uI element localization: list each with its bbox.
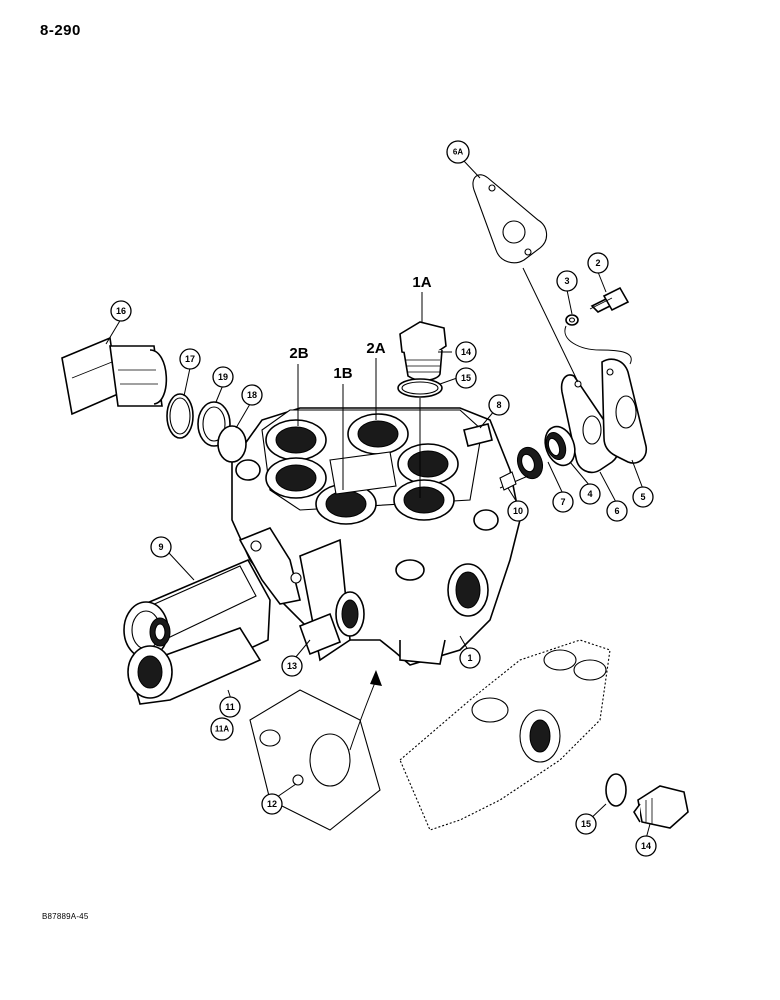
svg-text:9: 9	[158, 542, 163, 552]
callout-14-top: 14	[455, 341, 477, 363]
svg-text:3: 3	[564, 276, 569, 286]
svg-text:12: 12	[267, 799, 277, 809]
page-number: 8-290	[40, 22, 81, 39]
svg-text:11: 11	[225, 702, 235, 712]
port-label-1b: 1B	[333, 365, 352, 382]
svg-text:6: 6	[614, 506, 619, 516]
svg-text:14: 14	[461, 347, 471, 357]
valve-body	[231, 407, 529, 666]
o-ring-18	[217, 425, 247, 463]
svg-text:13: 13	[287, 661, 297, 671]
washer-3	[565, 314, 579, 326]
o-ring-15-top	[397, 378, 443, 398]
seal-10	[516, 446, 544, 480]
svg-text:15: 15	[581, 819, 591, 829]
svg-text:18: 18	[247, 390, 257, 400]
callout-3: 3	[556, 270, 578, 292]
callout-5: 5	[632, 486, 654, 508]
valve-body-section	[249, 689, 381, 831]
plate-6	[560, 374, 620, 474]
svg-text:14: 14	[641, 841, 651, 851]
callout-11a: 11A	[210, 717, 234, 741]
callout-1: 1	[459, 647, 481, 669]
port-label-2a: 2A	[366, 340, 385, 357]
callout-15-bottom: 15	[575, 813, 597, 835]
callout-9: 9	[150, 536, 172, 558]
callout-12: 12	[261, 793, 283, 815]
callout-7: 7	[552, 491, 574, 513]
callout-6a: 6A	[446, 140, 470, 164]
callout-2: 2	[587, 252, 609, 274]
callout-15-top: 15	[455, 367, 477, 389]
gasket-6a	[472, 174, 548, 264]
spool-housing-11	[127, 627, 262, 705]
port-2a-lower	[397, 443, 459, 485]
callout-10: 10	[507, 500, 529, 522]
valve-body-inset	[399, 639, 611, 831]
svg-text:8: 8	[496, 400, 501, 410]
svg-text:7: 7	[560, 497, 565, 507]
port-label-2b: 2B	[289, 345, 308, 362]
port-label-1a: 1A	[412, 274, 431, 291]
o-ring-17	[166, 393, 194, 439]
figure-code: B87889A-45	[42, 912, 89, 921]
spool-end-13	[298, 591, 365, 656]
plug-14-bottom	[633, 785, 689, 829]
bolt-2	[589, 286, 630, 313]
svg-text:5: 5	[640, 492, 645, 502]
callout-18: 18	[241, 384, 263, 406]
port-2a	[347, 413, 409, 455]
callout-16: 16	[110, 300, 132, 322]
callout-8: 8	[488, 394, 510, 416]
callout-6: 6	[606, 500, 628, 522]
svg-text:2: 2	[595, 258, 600, 268]
callouts: 1 2 3 4 5 6 6A 7 8 9 10 11 11A 12 13 14 …	[110, 140, 657, 857]
svg-text:15: 15	[461, 373, 471, 383]
svg-text:11A: 11A	[215, 725, 229, 734]
port-1a	[393, 479, 455, 521]
plate-5	[601, 358, 648, 464]
svg-text:16: 16	[116, 306, 126, 316]
seal-4	[544, 425, 576, 467]
svg-text:10: 10	[513, 506, 523, 516]
fitting-16	[61, 336, 168, 416]
callout-11: 11	[219, 696, 241, 718]
callout-17: 17	[179, 348, 201, 370]
callout-13: 13	[281, 655, 303, 677]
svg-text:19: 19	[218, 372, 228, 382]
port-2b	[265, 419, 327, 461]
svg-text:1: 1	[467, 653, 472, 663]
port-1b	[315, 483, 377, 525]
o-ring-15-bottom	[605, 773, 627, 807]
callout-19: 19	[212, 366, 234, 388]
svg-text:17: 17	[185, 354, 195, 364]
callout-4: 4	[579, 483, 601, 505]
port-labels: 1A 2A 1B 2B	[289, 274, 431, 382]
plug-14-top	[399, 321, 447, 382]
port-2b-lower	[265, 457, 327, 499]
svg-text:4: 4	[587, 489, 592, 499]
svg-text:6A: 6A	[453, 148, 463, 157]
leader-lines	[105, 159, 651, 847]
callout-14-bottom: 14	[635, 835, 657, 857]
